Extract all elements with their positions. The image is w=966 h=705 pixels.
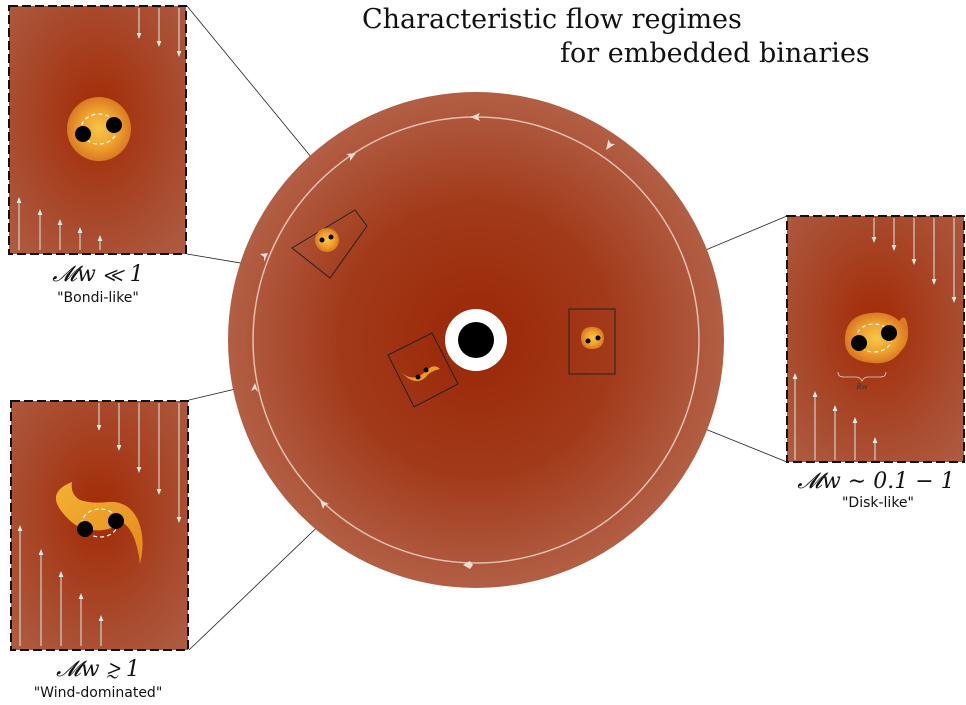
radius-label: Rw bbox=[855, 383, 867, 391]
orbit-arrow-upper-left bbox=[346, 153, 356, 161]
label-bondi: "Bondi-like" bbox=[57, 290, 139, 306]
binary-star-1 bbox=[75, 126, 91, 142]
orbit-arrow-bottom-left bbox=[320, 500, 329, 509]
wind-tail bbox=[55, 482, 143, 564]
orbit-arrows bbox=[251, 113, 616, 569]
orbit-arrow-upper-right bbox=[606, 139, 616, 150]
zoom-box-disk bbox=[568, 308, 616, 375]
panel-wind-flow-arrows bbox=[17, 403, 182, 646]
regime-bondi: 𝓜w ≪ 1 bbox=[52, 262, 143, 287]
binary-star-2 bbox=[881, 325, 897, 341]
orbit-arrow-bottom bbox=[463, 561, 473, 569]
radius-brace bbox=[837, 371, 887, 382]
panel-disk-flow-arrows bbox=[792, 218, 957, 460]
label-wind: "Wind-dominated" bbox=[34, 685, 163, 701]
orbit-arrow-left bbox=[260, 253, 268, 262]
binary-star-2 bbox=[108, 513, 124, 529]
zoom-box-wind bbox=[387, 332, 459, 408]
panel-bondi bbox=[8, 5, 187, 255]
binary-star-1 bbox=[77, 521, 93, 537]
title-line-1: Characteristic flow regimes bbox=[362, 4, 742, 35]
accretion-envelope bbox=[67, 97, 131, 161]
orbit-arrow-top bbox=[470, 113, 480, 121]
label-disk: "Disk-like" bbox=[842, 495, 914, 511]
accretion-disk bbox=[228, 92, 724, 588]
orbit-arrow-lower-left bbox=[251, 383, 258, 392]
central-black-hole bbox=[458, 322, 494, 358]
panel-bondi-flow-arrows bbox=[16, 8, 182, 250]
title-line-2: for embedded binaries bbox=[560, 38, 870, 69]
regime-wind: 𝓜w ≳ 1 bbox=[56, 657, 140, 682]
zoom-box-bondi bbox=[291, 209, 368, 279]
panel-disk: Rw bbox=[786, 215, 965, 463]
regime-disk: 𝓜w ∼ 0.1 − 1 bbox=[797, 469, 954, 494]
binary-star-2 bbox=[106, 117, 122, 133]
panel-wind bbox=[10, 400, 189, 651]
binary-star-1 bbox=[851, 335, 867, 351]
